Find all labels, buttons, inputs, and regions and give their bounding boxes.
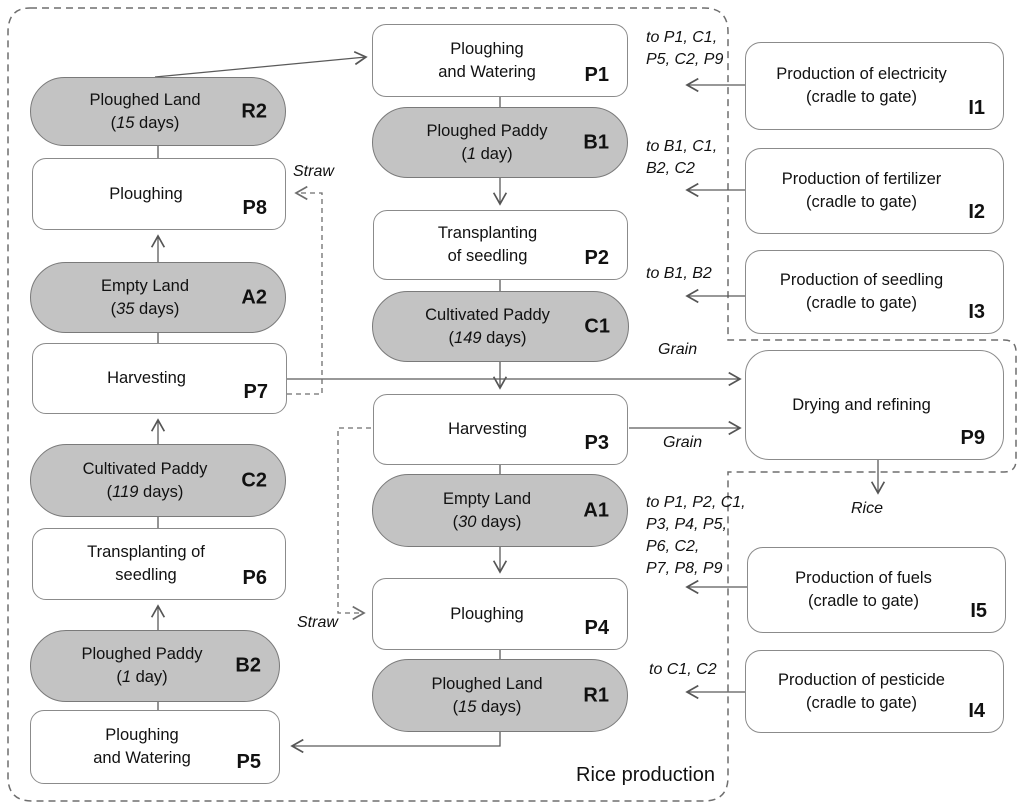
node-label: Ploughed Paddy(1 day) <box>81 645 203 686</box>
node-label: Cultivated Paddy(149 days) <box>425 305 550 347</box>
node-b2: Ploughed Paddy(1 day) B2 <box>30 630 280 702</box>
node-id-badge: P5 <box>236 751 261 773</box>
node-label: Production of fuels(cradle to gate) <box>795 569 932 610</box>
node-id-badge: C1 <box>584 315 610 337</box>
edge-p3-p4-straw <box>337 427 371 621</box>
node-id-badge: P3 <box>584 432 609 454</box>
flow-label-grain-from-p7: Grain <box>658 341 698 358</box>
flow-label-grain-from-p3: Grain <box>663 434 703 451</box>
node-id-badge: R1 <box>583 684 609 706</box>
flow-label-straw-to-p8: Straw <box>293 163 334 180</box>
node-i4: Production of pesticide(cradle to gate) I… <box>745 650 1004 733</box>
node-id-badge: P9 <box>960 427 985 449</box>
node-r1: Ploughed Land(15 days) R1 <box>372 659 628 732</box>
node-id-badge: P8 <box>242 197 267 219</box>
node-label: Empty Land(35 days) <box>100 276 190 318</box>
node-label: Harvesting <box>448 420 527 438</box>
node-id-badge: B1 <box>583 131 609 153</box>
node-id-badge: A2 <box>241 286 267 308</box>
node-id-badge: R2 <box>241 100 267 122</box>
node-a1: Empty Land(30 days) A1 <box>372 474 628 547</box>
node-id-badge: P2 <box>584 247 609 269</box>
node-label: Production of fertilizer(cradle to gate) <box>781 170 942 211</box>
node-i3: Production of seedling(cradle to gate) I3 <box>745 250 1004 334</box>
node-label: Production of seedling(cradle to gate) <box>779 271 944 312</box>
node-id-badge: P1 <box>584 64 609 86</box>
node-a2: Empty Land(35 days) A2 <box>30 262 286 333</box>
edge-p7-p8-straw <box>287 185 323 395</box>
node-label: Production of electricity(cradle to gate… <box>776 65 947 106</box>
node-id-badge: P7 <box>243 381 268 403</box>
node-r2: Ploughed Land(15 days) R2 <box>30 77 286 146</box>
node-id-badge: I2 <box>968 201 985 223</box>
flow-label-to-i1: to P1, C1, P5, C2, P9 <box>646 29 724 68</box>
flow-label-straw-to-p4: Straw <box>297 614 338 631</box>
node-label: Cultivated Paddy(119 days) <box>82 459 208 501</box>
node-id-badge: C2 <box>241 469 267 491</box>
node-label: Empty Land(30 days) <box>442 489 532 531</box>
node-label: Ploughed Land(15 days) <box>89 90 201 132</box>
node-label: Ploughed Paddy(1 day) <box>426 121 548 163</box>
edge-r1-p5 <box>290 732 501 754</box>
node-label: Drying and refining <box>792 395 931 414</box>
flow-label-to-i3: to B1, B2 <box>646 265 712 282</box>
node-c1: Cultivated Paddy(149 days) C1 <box>372 291 629 362</box>
node-label: Ploughing <box>109 184 183 203</box>
node-id-badge: I4 <box>968 700 985 722</box>
node-id-badge: B2 <box>235 654 261 677</box>
flow-label-to-i5: to P1, P2, C1, P3, P4, P5, P6, C2, P7, P… <box>646 494 746 577</box>
node-i2: Production of fertilizer(cradle to gate)… <box>745 148 1004 234</box>
node-id-badge: P6 <box>242 567 267 589</box>
flow-label-to-i4: to C1, C2 <box>649 661 717 678</box>
node-c2: Cultivated Paddy(119 days) C2 <box>30 444 286 517</box>
node-label: Harvesting <box>107 369 186 387</box>
node-label: Ploughing <box>450 604 524 623</box>
edge-r2-p1 <box>154 50 368 78</box>
system-boundary-label: Rice production <box>576 764 715 786</box>
node-b1: Ploughed Paddy(1 day) B1 <box>372 107 628 178</box>
node-label: Ploughed Land(15 days) <box>431 674 543 716</box>
node-i5: Production of fuels(cradle to gate) I5 <box>747 547 1006 633</box>
node-id-badge: I3 <box>968 301 985 323</box>
flow-label-to-i2: to B1, C1, B2, C2 <box>646 138 718 177</box>
node-id-badge: I1 <box>968 97 985 119</box>
node-id-badge: P4 <box>584 617 609 639</box>
node-label: Production of pesticide(cradle to gate) <box>778 670 945 712</box>
node-i1: Production of electricity(cradle to gate… <box>745 42 1004 130</box>
flow-label-rice-output: Rice <box>851 500 884 517</box>
node-id-badge: I5 <box>970 600 987 622</box>
node-id-badge: A1 <box>583 499 609 521</box>
system-boundary <box>7 7 1017 802</box>
